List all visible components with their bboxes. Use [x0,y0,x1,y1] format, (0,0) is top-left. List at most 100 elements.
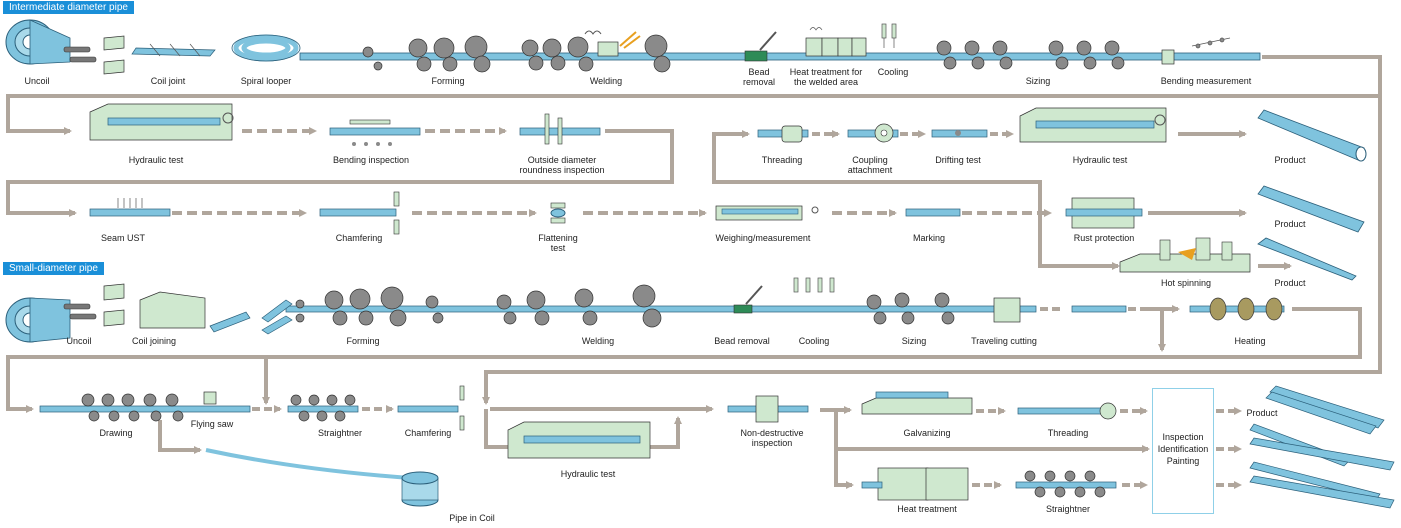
straightner-2-icon [1015,470,1117,498]
seam-ust-icon [89,198,171,217]
bead-removal-2-icon [733,285,763,314]
product-pipe-icon [1257,109,1367,162]
cooling-2-nozzle-icon [793,277,835,293]
label-flattening-test: Flattening test [538,233,578,253]
label-hydraulic-test-3: Hydraulic test [560,469,616,479]
drifting-test-icon [931,129,988,138]
pinch-roller-2-icon [63,303,97,320]
marking-icon [905,208,961,217]
label-uncoil: Uncoil [24,76,50,86]
pipe-line-small [285,305,1037,313]
label-uncoil-2: Uncoil [66,336,92,346]
strip-feed-icon [131,43,216,57]
weighing-machine-icon [715,205,819,221]
flow-line [158,420,202,454]
label-chamfering: Chamfering [335,233,383,243]
coil-joint-icon [103,35,125,75]
welding-2-rollers-icon [496,284,662,328]
inspection-box: Inspection Identification Painting [1152,388,1214,514]
label-weighing: Weighing/measurement [715,233,811,243]
label-straightner-2: Straightner [1045,504,1091,514]
label-cooling-2: Cooling [798,336,830,346]
hydraulic-test-3-icon [507,421,651,459]
traveling-cutting-icon [993,297,1021,323]
flattening-test-icon [550,202,566,224]
header-intermediate-pipe: Intermediate diameter pipe [3,1,134,14]
heat-treatment-furnace-2-icon [861,467,969,501]
label-product-2: Product [1274,219,1306,229]
label-marking: Marking [912,233,946,243]
product-pipe-3-icon [1257,237,1357,281]
bending-measurement-icon [1191,37,1231,49]
bending-inspection-icon [329,119,421,146]
label-straightner: Straightner [317,428,363,438]
label-hot-spinning: Hot spinning [1160,278,1212,288]
galvanizing-icon [861,391,973,415]
label-product-1: Product [1274,155,1306,165]
label-heat-treatment: Heat treatment [897,504,957,514]
label-coil-joining: Coil joining [131,336,177,346]
label-bending-inspection: Bending inspection [332,155,410,165]
flow-line [712,130,1042,213]
label-od-roundness: Outside diameter roundness inspection [519,155,605,175]
hydraulic-test-machine-icon [89,103,234,141]
straightner-icon [287,394,359,422]
label-coupling-attachment: Coupling attachment [847,155,893,175]
flow-line [1038,213,1120,270]
hydraulic-test-machine-2-icon [1019,107,1167,143]
label-welding-2: Welding [581,336,615,346]
nde-machine-icon [727,395,809,423]
flow-line [6,129,674,217]
pinch-roller-icon [63,46,97,63]
label-forming-2: Forming [346,336,380,346]
sizing-2-rollers-icon [866,292,955,325]
hot-spinning-icon [1119,237,1251,273]
accumulator-icon [209,299,293,335]
label-product-4: Product [1246,408,1278,418]
header-small-pipe: Small-diameter pipe [3,262,104,275]
label-nde: Non-destructive inspection [740,428,804,448]
label-seam-ust: Seam UST [100,233,146,243]
product-pipe-2-icon [1257,185,1365,233]
label-product-3: Product [1274,278,1306,288]
forming-rollers-icon [362,35,491,73]
label-bead-removal-2: Bead removal [714,336,770,346]
label-bending-measurement: Bending measurement [1160,76,1252,86]
label-forming: Forming [431,76,465,86]
cut-pipe [1071,305,1127,313]
inspection-label: Inspection [1162,432,1204,442]
flow-line [482,96,1382,405]
label-chamfering-2: Chamfering [404,428,452,438]
spiral-looper-icon [231,34,301,62]
flow-line [6,307,1362,413]
label-flying-saw: Flying saw [190,419,234,429]
label-coil-joint: Coil joint [150,76,186,86]
threading-2-icon [1017,402,1117,420]
label-sizing-2: Sizing [901,336,927,346]
threading-machine-icon [757,125,809,143]
uncoil-2-coil-icon [5,297,71,343]
label-traveling-cutting: Traveling cutting [971,336,1037,346]
label-heating: Heating [1234,336,1266,346]
flow-line [1140,307,1166,352]
painting-label: Painting [1166,456,1200,466]
identification-label: Identification [1157,444,1209,454]
welding-rollers-icon [521,34,671,73]
welding-coil-icon [584,30,641,57]
label-threading-2: Threading [1047,428,1089,438]
label-welding: Welding [589,76,623,86]
heat-treatment-furnace-icon [805,27,867,57]
pipe-line [299,52,1261,61]
bead-removal-icon [744,31,777,62]
label-rust-protection: Rust protection [1073,233,1135,243]
label-heat-treatment-welded: Heat treatment for the welded area [789,67,863,87]
pipe-support-icon [1161,49,1175,65]
flow-line [6,55,1382,135]
inspection-box-text: Inspection Identification Painting [1153,431,1213,467]
label-sizing: Sizing [1025,76,1051,86]
chamfering-2-icon [397,385,465,431]
pipe-in-coil-icon [205,448,439,507]
coupling-attachment-icon [847,123,899,143]
label-drifting-test: Drifting test [935,155,981,165]
